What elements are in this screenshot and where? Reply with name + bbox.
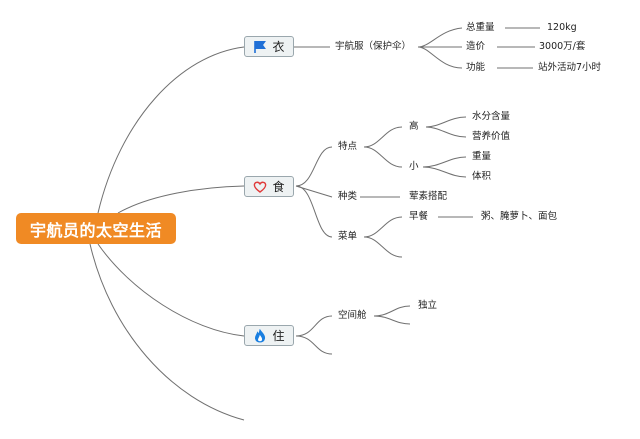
root-topic[interactable]: 宇航员的太空生活	[16, 213, 176, 244]
connector-cabin-single	[373, 305, 411, 317]
topic-function[interactable]: 功能	[466, 62, 486, 73]
topic-breakfast-value[interactable]: 粥、腌萝卜、面包	[481, 211, 558, 222]
connector-menu-breakfast	[363, 216, 403, 238]
connector-root-clothing	[97, 46, 245, 214]
topic-cost-value[interactable]: 3000万/套	[539, 41, 586, 52]
connector-suit-function	[417, 46, 463, 69]
branch-housing[interactable]: 住	[244, 325, 294, 346]
root-topic-label: 宇航员的太空生活	[29, 220, 162, 240]
topic-weight[interactable]: 总重量	[466, 22, 495, 33]
connector-suit-weight	[417, 27, 463, 48]
topic-weight-small[interactable]: 重量	[472, 151, 492, 162]
connector-root-food	[117, 185, 245, 214]
topic-nutrition[interactable]: 营养价值	[472, 131, 511, 142]
branch-food[interactable]: 食	[244, 176, 294, 197]
topic-breakfast[interactable]: 早餐	[409, 211, 429, 222]
topic-weight-value[interactable]: 120kg	[547, 22, 577, 33]
heart-icon	[253, 180, 267, 194]
topic-menu[interactable]: 菜单	[338, 231, 358, 242]
topic-suit[interactable]: 宇航服（保护伞）	[335, 41, 412, 52]
connector-root-housing	[97, 243, 245, 337]
connector-high-water	[425, 116, 467, 128]
branch-clothing-label: 衣	[272, 40, 285, 54]
branch-housing-label: 住	[272, 329, 285, 343]
topic-cost[interactable]: 造价	[466, 41, 486, 52]
connector-root-extra	[89, 243, 245, 421]
connector-food-menu	[295, 185, 333, 238]
connector-high-nutrition	[425, 126, 467, 138]
connector-low-volume	[422, 166, 467, 178]
topic-volume[interactable]: 体积	[472, 171, 492, 182]
connector-features-low	[363, 146, 403, 168]
topic-kinds-value[interactable]: 荤素搭配	[409, 191, 448, 202]
branch-food-label: 食	[272, 180, 285, 194]
topic-features[interactable]: 特点	[338, 141, 358, 152]
connector-menu-extra	[363, 236, 403, 258]
connector-housing-extra	[295, 335, 333, 355]
connector-cabin-extra	[373, 315, 411, 325]
connector-food-features	[295, 146, 333, 187]
topic-function-value[interactable]: 站外活动7小时	[538, 62, 602, 73]
flame-icon	[253, 328, 267, 343]
branch-clothing[interactable]: 衣	[244, 36, 294, 57]
topic-kinds[interactable]: 种类	[338, 191, 358, 202]
connector-features-high	[363, 126, 403, 148]
topic-cabin[interactable]: 空间舱	[338, 310, 367, 321]
topic-water[interactable]: 水分含量	[472, 111, 511, 122]
topic-low[interactable]: 小	[409, 161, 419, 172]
topic-single[interactable]: 独立	[418, 300, 438, 311]
flag-icon	[253, 40, 267, 54]
connector-low-weight	[422, 156, 467, 168]
connector-housing-cabin	[295, 315, 333, 337]
topic-high[interactable]: 高	[409, 121, 419, 132]
